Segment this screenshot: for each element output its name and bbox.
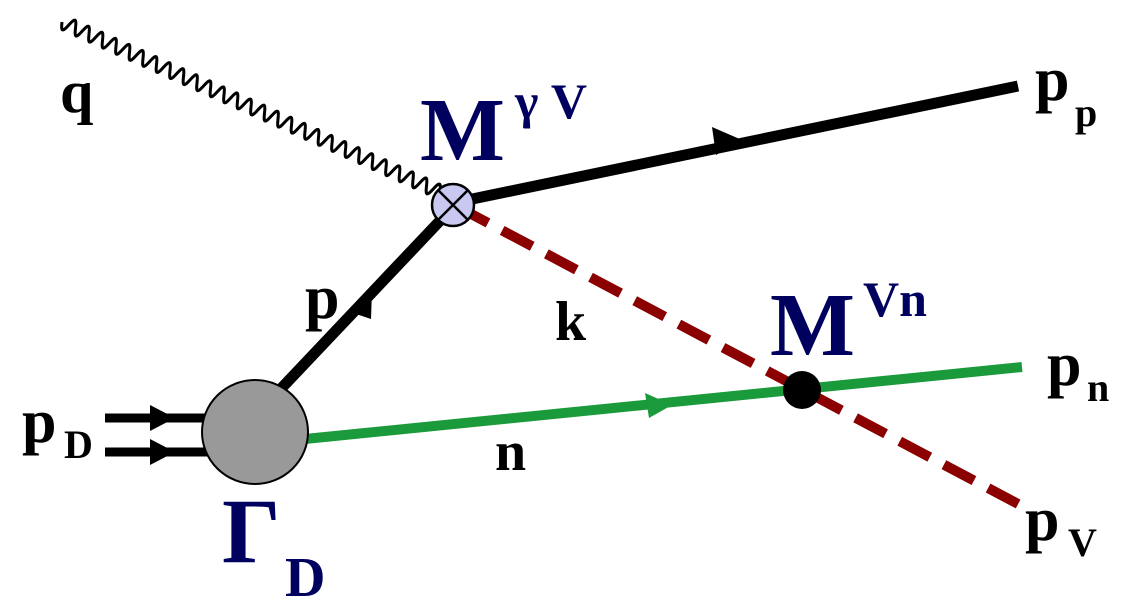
deuteron-incoming-line xyxy=(105,405,215,465)
rescattering-vertex-dot xyxy=(783,371,821,409)
rescattering-vertex-superscript: Vn xyxy=(863,271,927,327)
final-meson-subscript: V xyxy=(1068,520,1097,565)
photon-vertex-superscript: γ V xyxy=(514,73,587,129)
intermediate-proton-line xyxy=(271,203,457,399)
neutron-label: n xyxy=(495,421,526,483)
arrow-right-icon xyxy=(645,393,672,418)
final-proton-line xyxy=(451,80,1020,209)
neutron-line xyxy=(294,362,1023,445)
photon-line xyxy=(60,18,442,196)
final-proton-label: p xyxy=(1035,46,1069,114)
arrow-up-right-icon xyxy=(353,290,372,319)
deuteron-vertex-blob xyxy=(201,379,309,485)
intermediate-proton-label: p xyxy=(305,264,339,332)
deuteron-momentum-label: p xyxy=(22,388,56,456)
final-meson-label: p xyxy=(1025,486,1059,554)
photon-label: q xyxy=(60,59,93,125)
deuteron-momentum-subscript: D xyxy=(64,422,93,467)
rescattering-vertex-label: M xyxy=(770,276,855,375)
deuteron-vertex-subscript: D xyxy=(285,547,325,609)
final-neutron-subscript: n xyxy=(1087,365,1109,410)
exchanged-meson-label: k xyxy=(555,291,587,353)
arrow-right-icon xyxy=(712,127,742,155)
photon-vertex-icon xyxy=(430,182,476,228)
arrow-right-icon xyxy=(150,439,175,465)
deuteron-vertex-label: Γ xyxy=(222,480,281,582)
final-proton-subscript: p xyxy=(1075,90,1097,135)
photon-vertex-label: M xyxy=(420,81,505,180)
arrow-right-icon xyxy=(150,405,175,431)
final-neutron-label: p xyxy=(1047,331,1081,399)
meson-exchange-line xyxy=(455,202,1023,510)
